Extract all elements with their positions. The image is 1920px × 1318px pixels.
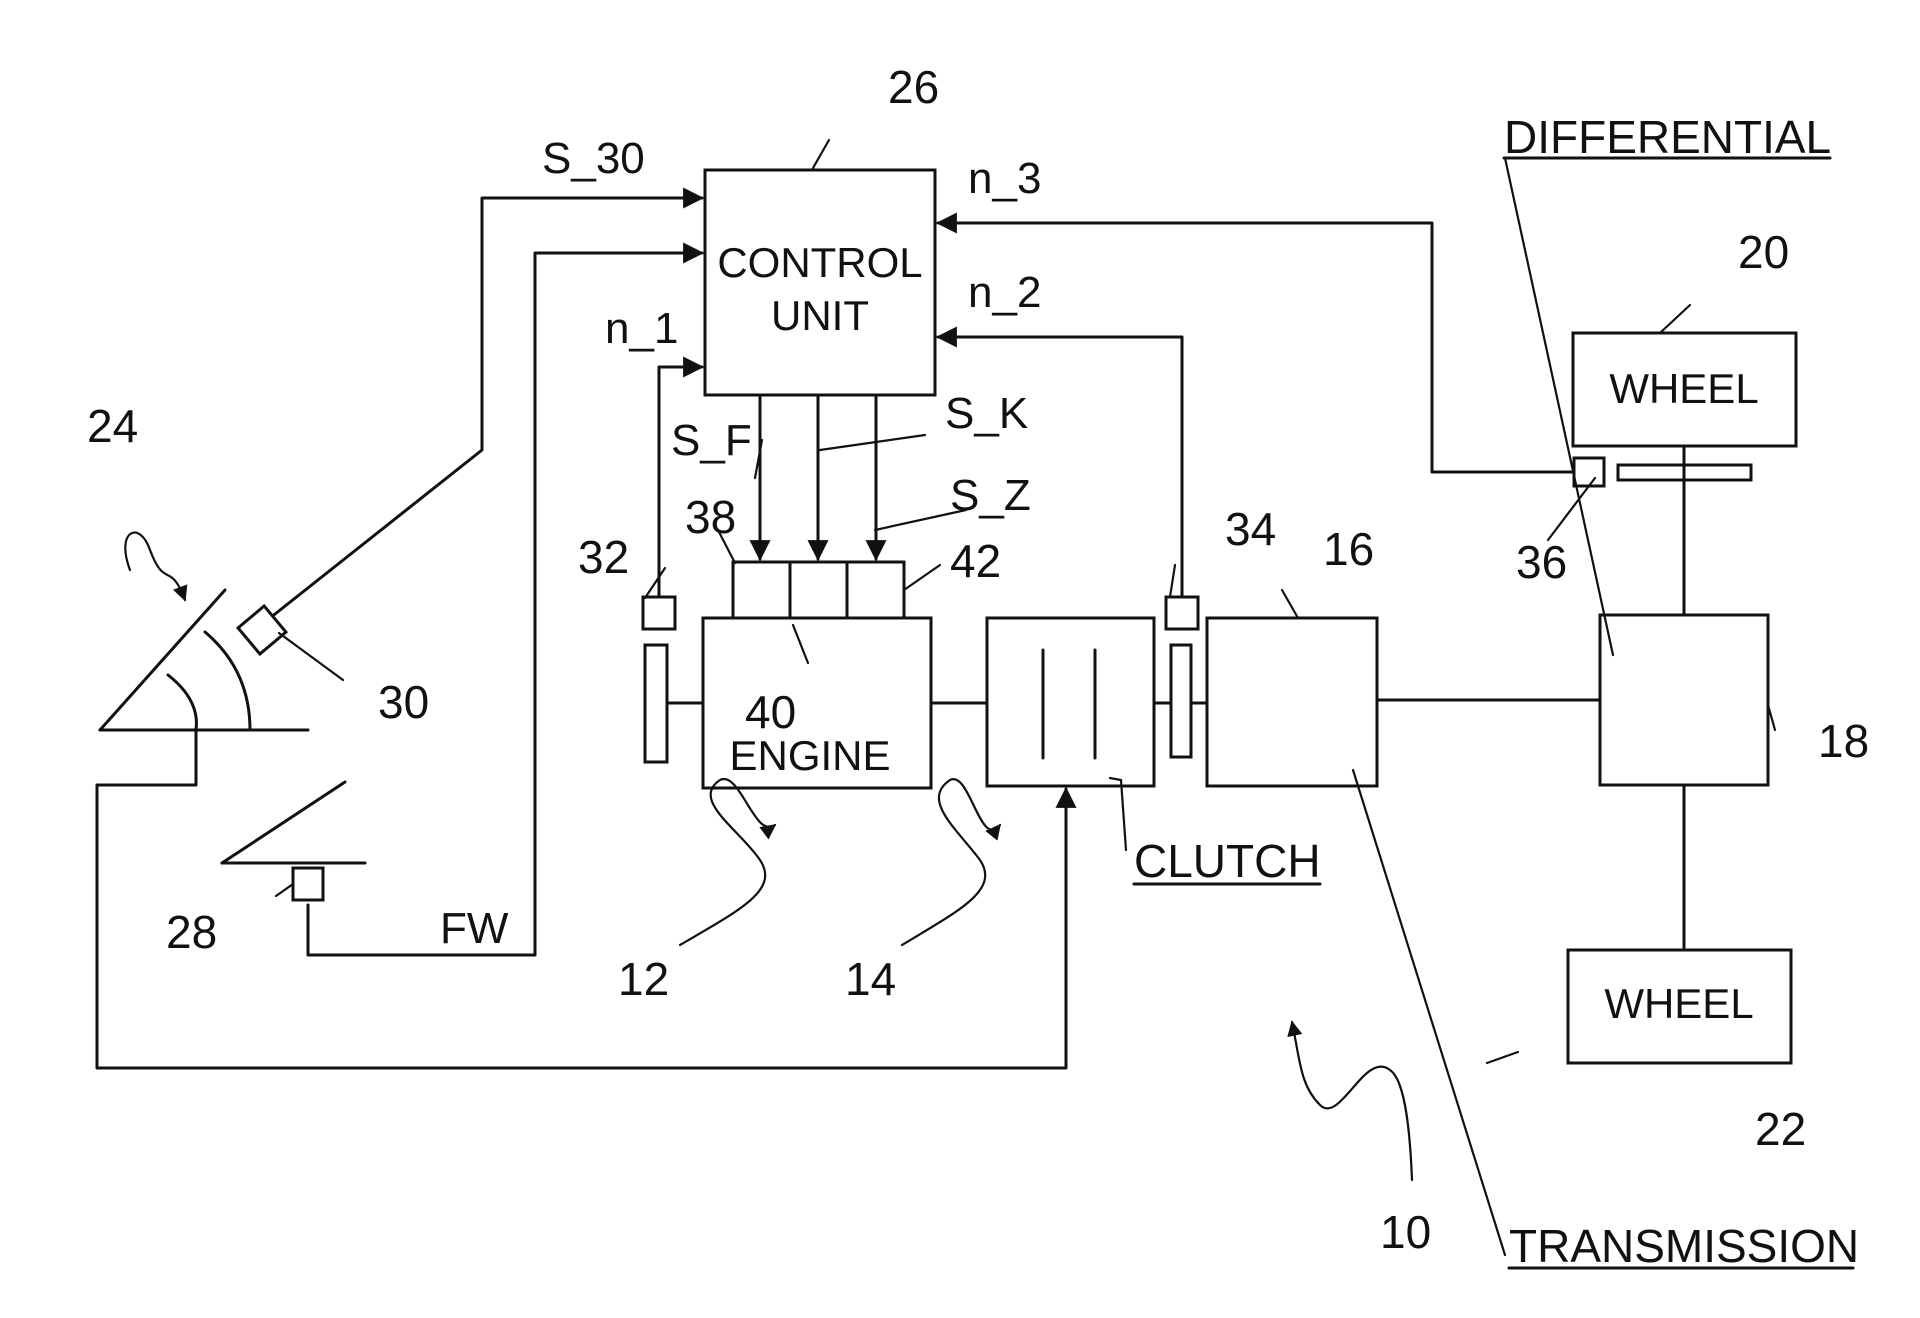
output-plate [1171, 645, 1191, 757]
wheel-top-label: WHEEL [1609, 365, 1758, 412]
differential-block [1600, 615, 1768, 785]
clutch-block [987, 618, 1154, 786]
signal-label-sz: S_Z [950, 471, 1031, 520]
control-unit-label-line1: CONTROL [717, 239, 922, 286]
control-unit-block: CONTROL UNIT [705, 170, 935, 395]
sensor-30 [238, 606, 286, 654]
actuator-40 [790, 562, 847, 618]
label-transmission: TRANSMISSION [1509, 1220, 1859, 1272]
ref-40: 40 [745, 686, 796, 738]
ref-30: 30 [378, 676, 429, 728]
engine-label: ENGINE [729, 732, 890, 779]
label-differential: DIFFERENTIAL [1504, 111, 1831, 163]
control-unit-label-line2: UNIT [771, 292, 869, 339]
ref-42: 42 [950, 535, 1001, 587]
ref-34: 34 [1225, 503, 1276, 555]
actuator-blocks [733, 562, 904, 618]
actuator-42 [847, 562, 904, 618]
signal-line-s30 [270, 198, 702, 618]
signal-label-sk: S_K [945, 389, 1028, 438]
wheel-top-block: WHEEL [1573, 333, 1796, 446]
ref-16: 16 [1323, 523, 1374, 575]
ref-28: 28 [166, 906, 217, 958]
signal-label-sf: S_F [671, 416, 752, 465]
label-clutch: CLUTCH [1134, 835, 1321, 887]
sensor-32 [643, 597, 675, 629]
signal-label-s30: S_30 [542, 134, 645, 183]
signal-label-n1: n_1 [605, 304, 678, 353]
actuator-38 [733, 562, 790, 618]
signal-label-n3: n_3 [968, 154, 1041, 203]
ref-14: 14 [845, 953, 896, 1005]
ref-10: 10 [1380, 1206, 1431, 1258]
ref-20: 20 [1738, 226, 1789, 278]
ref-38: 38 [685, 491, 736, 543]
sensor-34 [1166, 597, 1198, 629]
ref-32: 32 [578, 531, 629, 583]
ref-24: 24 [87, 400, 138, 452]
signal-label-fw: FW [440, 904, 509, 953]
wheel-bottom-label: WHEEL [1604, 980, 1753, 1027]
signal-line-n3 [938, 223, 1574, 472]
sensor-36 [1574, 458, 1604, 486]
sensor-28 [293, 868, 323, 900]
ref-26: 26 [888, 61, 939, 113]
leader-lines [125, 140, 1775, 1255]
transmission-block [1207, 618, 1377, 786]
ref-12: 12 [618, 953, 669, 1005]
accelerator-pedal-28 [222, 782, 365, 900]
signal-label-n2: n_2 [968, 268, 1041, 317]
ref-18: 18 [1818, 715, 1869, 767]
ref-36: 36 [1516, 536, 1567, 588]
ref-22: 22 [1755, 1103, 1806, 1155]
engine-block: ENGINE [703, 618, 931, 788]
signal-line-n1 [659, 367, 702, 597]
flywheel-plate [645, 645, 667, 762]
wheel-bottom-block: WHEEL [1568, 950, 1791, 1063]
